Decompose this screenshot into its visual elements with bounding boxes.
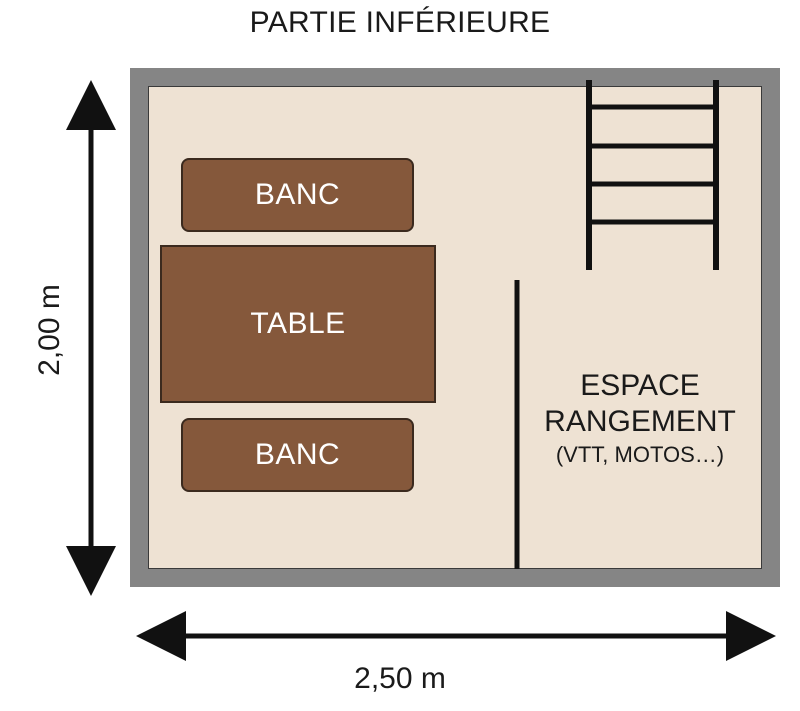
plan-title: PARTIE INFÉRIEURE [249, 6, 551, 39]
height-label: 2,00 m [33, 284, 66, 376]
ladder-icon [586, 80, 719, 270]
bench-top: BANC [181, 158, 414, 232]
storage-label-line3: (VTT, MOTOS…) [555, 442, 725, 467]
width-label: 2,50 m [354, 662, 446, 695]
storage-label-line2: RANGEMENT [544, 405, 736, 438]
storage-label: ESPACE RANGEMENT (VTT, MOTOS…) [520, 368, 760, 470]
storage-label-line1: ESPACE [580, 369, 700, 402]
bench-bottom: BANC [181, 418, 414, 492]
table: TABLE [160, 245, 436, 403]
